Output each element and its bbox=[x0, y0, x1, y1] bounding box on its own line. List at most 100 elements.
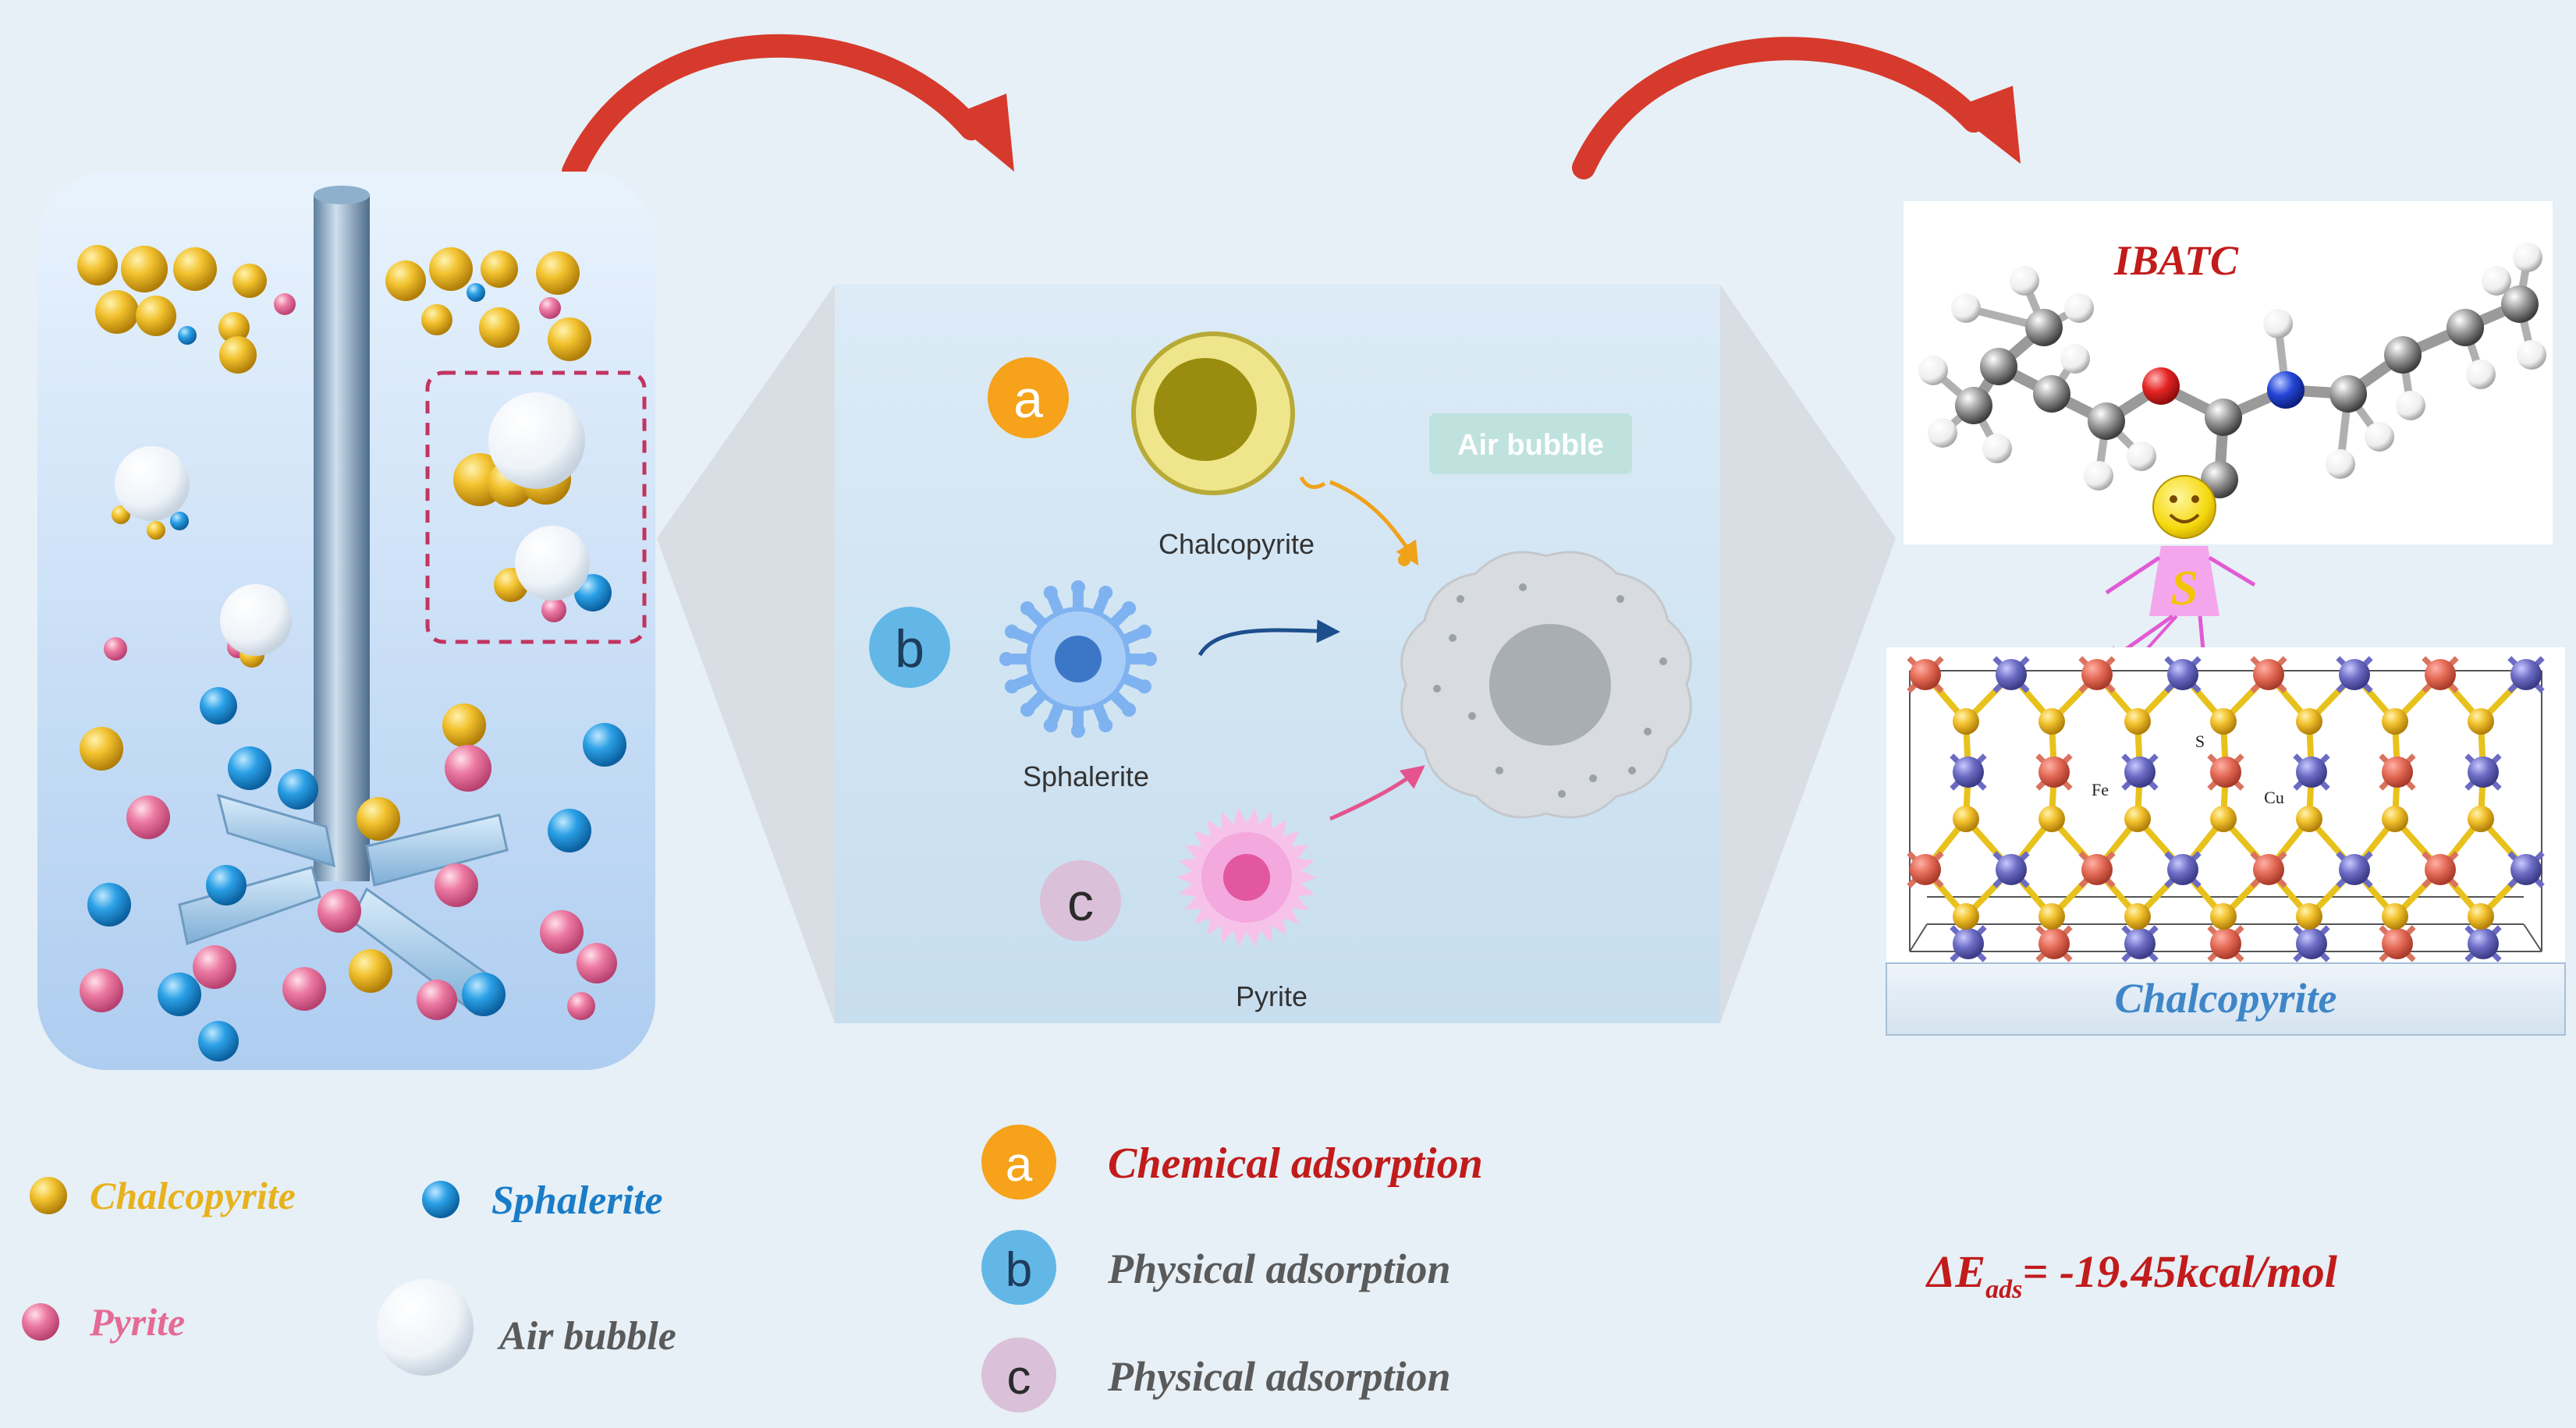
physical-adsorption-label-b: Physical adsorption bbox=[1107, 1246, 1451, 1292]
badge-b: b bbox=[869, 607, 950, 688]
sphalerite-particle bbox=[200, 687, 237, 725]
arrow-physical-b bbox=[1198, 619, 1340, 657]
arrow-physical-c bbox=[1329, 765, 1425, 821]
chalcopyrite-particle bbox=[536, 251, 580, 295]
chalcopyrite-particle bbox=[80, 727, 123, 771]
chalcopyrite-particle bbox=[1131, 331, 1326, 495]
pyrite-particle bbox=[417, 980, 457, 1020]
chalcopyrite-particle bbox=[421, 304, 452, 335]
badge-c: c bbox=[1040, 860, 1121, 941]
sphalerite-particle bbox=[87, 883, 131, 927]
flotation-tank bbox=[37, 172, 655, 1070]
chalcopyrite-particle bbox=[121, 246, 168, 292]
sphalerite-particle bbox=[462, 973, 506, 1016]
chalcopyrite-slab: S Fe Cu Chalcopyrite bbox=[1886, 647, 2566, 1036]
svg-text:c: c bbox=[1007, 1351, 1031, 1405]
label-sphalerite: Sphalerite bbox=[1023, 760, 1149, 792]
pyrite-particle bbox=[445, 745, 491, 792]
zoom-region bbox=[425, 370, 647, 644]
pyrite-particle bbox=[435, 863, 478, 907]
pyrite-particle bbox=[567, 992, 595, 1020]
atom-label-cu: Cu bbox=[2264, 788, 2284, 807]
chalcopyrite-particle bbox=[479, 307, 520, 348]
legend-sphalerite: Sphalerite bbox=[491, 1178, 663, 1223]
legend-chalcopyrite: Chalcopyrite bbox=[90, 1174, 296, 1217]
pyrite-particle bbox=[193, 945, 236, 989]
sphalerite-particle bbox=[999, 580, 1157, 738]
pyrite-particle bbox=[282, 967, 326, 1011]
sphalerite-particle bbox=[178, 326, 197, 345]
badge-a: a bbox=[988, 357, 1069, 438]
arrow-chemical bbox=[1329, 480, 1419, 566]
pyrite-particle bbox=[80, 969, 123, 1012]
sphalerite-particle bbox=[198, 1021, 239, 1061]
pyrite-particle bbox=[104, 637, 127, 661]
sphalerite-particle bbox=[170, 512, 189, 530]
bubble-icon bbox=[220, 584, 292, 656]
chalcopyrite-particle bbox=[548, 317, 591, 361]
chalcopyrite-particle bbox=[173, 247, 217, 291]
sphalerite-particle bbox=[278, 769, 318, 810]
svg-text:a: a bbox=[1006, 1138, 1033, 1192]
sphalerite-particle bbox=[548, 809, 591, 852]
chalcopyrite-particle bbox=[147, 521, 165, 540]
sphalerite-particle bbox=[228, 746, 271, 790]
atom-label-fe: Fe bbox=[2092, 780, 2109, 799]
pyrite-particle bbox=[1176, 807, 1317, 948]
legend-chalcopyrite-swatch bbox=[30, 1177, 67, 1214]
legend-pyrite-swatch bbox=[22, 1303, 59, 1341]
pyrite-particle bbox=[274, 293, 296, 315]
air-bubble-particle bbox=[1400, 551, 1692, 819]
svg-text:S: S bbox=[2170, 560, 2198, 615]
sphalerite-particle bbox=[206, 865, 247, 905]
pyrite-particle bbox=[126, 795, 170, 839]
chalcopyrite-particle bbox=[481, 250, 518, 288]
legend-air-bubble: Air bubble bbox=[497, 1314, 676, 1359]
curved-arrow-icon bbox=[562, 34, 1014, 183]
pyrite-particle bbox=[577, 943, 617, 983]
chalcopyrite-particle bbox=[136, 296, 176, 336]
chalcopyrite-particle bbox=[357, 797, 400, 841]
chalcopyrite-particle bbox=[219, 336, 257, 374]
chalcopyrite-particle bbox=[77, 245, 118, 285]
chalcopyrite-particle bbox=[218, 312, 250, 343]
slab-label: Chalcopyrite bbox=[2115, 975, 2337, 1022]
pyrite-particle bbox=[318, 889, 361, 933]
molecule-panel: IBATC bbox=[1904, 201, 2553, 544]
adsorption-energy: ΔEads= -19.45kcal/mol bbox=[1925, 1246, 2338, 1304]
svg-text:b: b bbox=[1006, 1243, 1032, 1297]
chalcopyrite-particle bbox=[232, 264, 267, 298]
pyrite-particle bbox=[539, 297, 561, 319]
impeller-shaft bbox=[314, 195, 370, 881]
legend: Chalcopyrite Sphalerite Pyrite Air bubbl… bbox=[22, 1174, 676, 1376]
legend-sphalerite-swatch bbox=[422, 1181, 459, 1218]
label-pyrite: Pyrite bbox=[1236, 980, 1308, 1012]
curved-arrow-icon bbox=[1572, 37, 2021, 179]
label-chalcopyrite: Chalcopyrite bbox=[1158, 528, 1315, 560]
chalcopyrite-particle bbox=[95, 290, 139, 334]
bubble-icon bbox=[488, 392, 585, 489]
chalcopyrite-particle bbox=[112, 505, 130, 524]
zoom-funnel-right bbox=[1720, 285, 1896, 1023]
sphalerite-particle bbox=[583, 723, 626, 767]
pyrite-particle bbox=[541, 597, 566, 622]
svg-text:b: b bbox=[895, 619, 924, 679]
atom-label-s: S bbox=[2195, 732, 2205, 751]
svg-text:a: a bbox=[1013, 370, 1043, 429]
legend-air-bubble-swatch bbox=[377, 1279, 474, 1376]
chalcopyrite-particle bbox=[385, 260, 426, 301]
chalcopyrite-particle bbox=[429, 247, 473, 291]
air-bubble-tag bbox=[1429, 413, 1632, 474]
zoom-funnel-left bbox=[657, 285, 835, 1023]
legend-pyrite: Pyrite bbox=[89, 1300, 185, 1344]
impeller-icon bbox=[178, 793, 509, 1016]
sphalerite-particle bbox=[467, 283, 485, 302]
adsorption-mechanism-panel: a b c Chalcopyrite Sphalerite Pyrite Air… bbox=[835, 285, 1720, 1023]
bubble-icon bbox=[115, 446, 190, 521]
chalcopyrite-particle bbox=[442, 703, 486, 747]
adsorption-key: a Chemical adsorption b Physical adsorpt… bbox=[981, 1125, 1483, 1412]
molecule-name: IBATC bbox=[2113, 237, 2239, 284]
chalcopyrite-particle bbox=[349, 949, 392, 993]
